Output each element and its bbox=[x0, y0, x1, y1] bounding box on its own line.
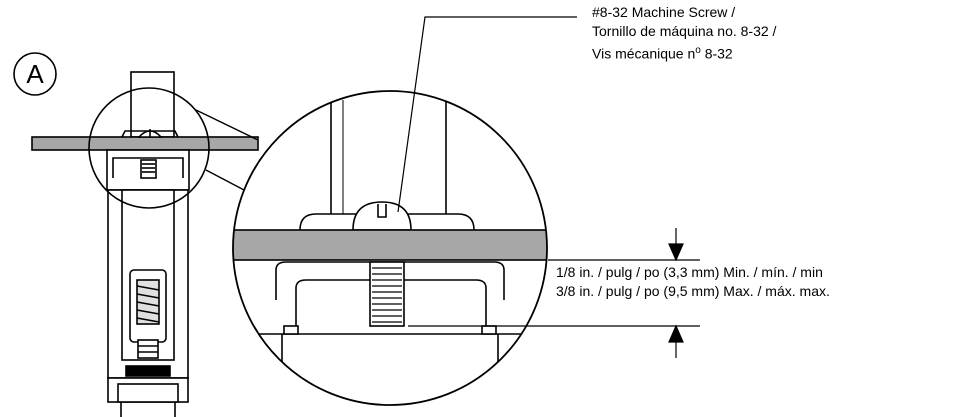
thickness-label: 1/8 in. / pulg / po (3,3 mm) Min. / mín.… bbox=[556, 263, 830, 301]
detail-circle-large bbox=[232, 90, 548, 406]
panel-large bbox=[233, 229, 547, 261]
thickness-min-label: 1/8 in. / pulg / po (3,3 mm) Min. / mín.… bbox=[556, 264, 823, 280]
callout-a-label: A bbox=[26, 59, 44, 89]
screw-label: #8-32 Machine Screw / Tornillo de máquin… bbox=[592, 3, 776, 64]
callout-a-circle bbox=[13, 52, 57, 96]
thickness-dimension bbox=[408, 228, 700, 358]
thickness-max-label: 3/8 in. / pulg / po (9,5 mm) Max. / máx.… bbox=[556, 283, 830, 299]
detail-circle-small bbox=[88, 87, 210, 209]
screw-label-line-es: Tornillo de máquina no. 8-32 / bbox=[592, 23, 777, 39]
connector-line bbox=[205, 169, 245, 191]
connector-line bbox=[195, 109, 259, 141]
screw-leader-line bbox=[397, 16, 577, 213]
screw-label-line-en: #8-32 Machine Screw / bbox=[592, 4, 736, 20]
device-overview bbox=[31, 71, 259, 417]
screw-label-line-fr: Vis mécanique no 8-32 bbox=[592, 45, 733, 62]
detail-magnified bbox=[233, 100, 547, 405]
panel-small bbox=[31, 136, 259, 151]
